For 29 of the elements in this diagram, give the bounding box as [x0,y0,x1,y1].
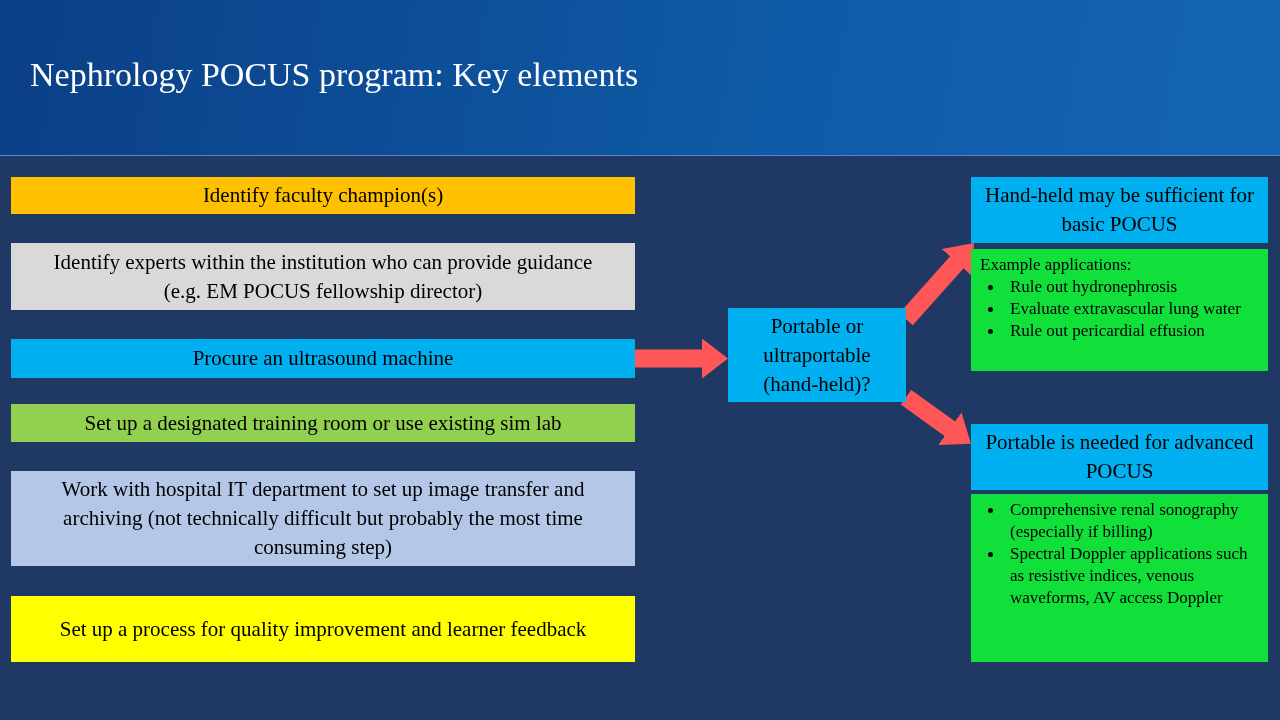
bullet-item: Comprehensive renal sonography (especially if billing) [1010,500,1239,541]
step-box [971,177,1268,243]
box-text: Set up a designated training room or use existing sim lab [84,409,562,437]
box-text: Identify faculty champion(s) [202,182,444,209]
slide-title: Nephrology POCUS program: Key elements [30,56,639,94]
arrow [635,338,728,379]
box-text: Hand-held may be sufficient for basic POCUS [984,182,1255,238]
bullet-item: Rule out hydronephrosis [1010,277,1178,296]
box-text: Identify experts within the institution who can provide guidance (e.g. EM POCUS fellowship director) [52,248,594,305]
box-text: Work with hospital IT department to set up image transfer and archiving (not technically difficult but probably the most time consuming step) [60,476,586,561]
panel-heading: Example applications: [980,254,1132,276]
bullet-item: Spectral Doppler applications such as resistive indices, venous waveforms, AV access Doppler [1010,544,1248,607]
step-box [11,596,635,662]
info-panel [971,494,1268,662]
box-text: Set up a process for quality improvement and learner feedback [59,615,587,643]
box-text: Portable is needed for advanced POCUS [984,429,1255,485]
step-box [11,339,635,378]
box-text: Portable or ultraportable (hand-held)? [762,312,872,398]
arrow [900,390,971,445]
bullet-item: Rule out pericardial effusion [1010,321,1205,340]
box-text: Procure an ultrasound machine [192,345,454,372]
info-panel [971,249,1268,371]
step-box [11,243,635,310]
step-box [11,177,635,214]
step-box [971,424,1268,490]
step-box [728,308,906,402]
bullet-item: Evaluate extravascular lung water [1010,299,1241,318]
step-box [11,404,635,442]
step-box [11,471,635,566]
